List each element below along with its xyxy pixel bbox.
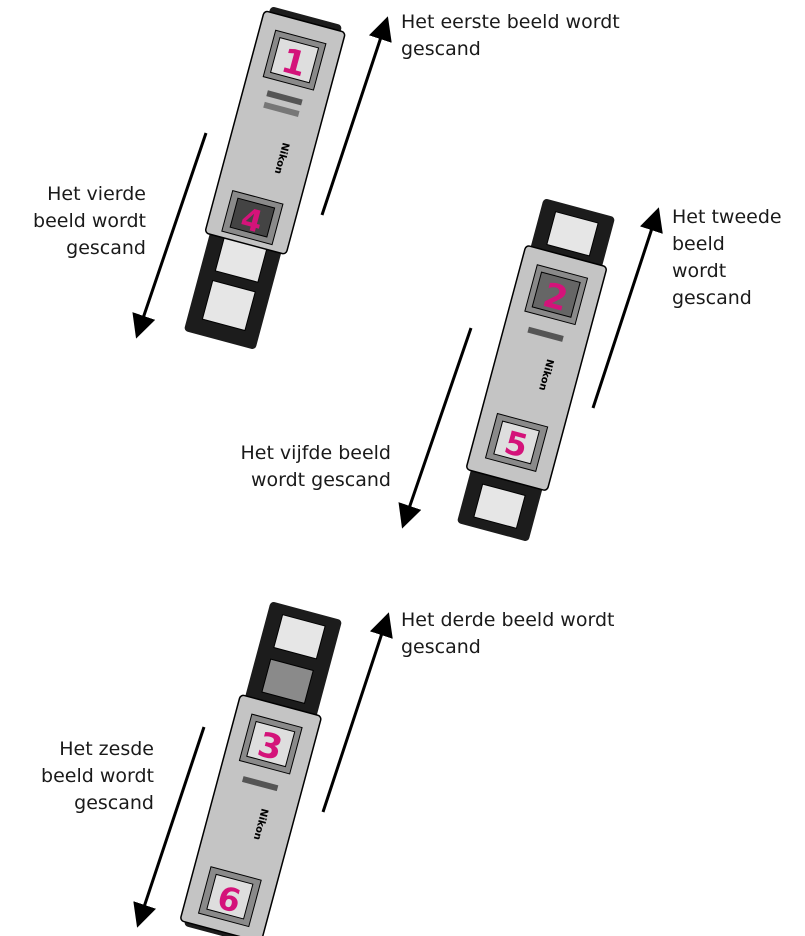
caption-third-frame: Het derde beeld wordt gescand [401,609,615,658]
arrow-up-first [320,16,392,216]
arrow-down-fourth [132,132,208,339]
arrow-up-third [321,612,393,813]
film-frame [201,279,256,332]
arrow-down-sixth [133,726,206,928]
film-holder-3: Nikon 3 6 [180,602,342,936]
arrow-up-second [591,207,663,409]
frame-adapter: Nikon [466,245,607,491]
frame-adapter: Nikon [180,694,322,936]
film-frame [546,211,599,257]
film-holder-2: Nikon 2 5 [457,199,615,541]
film-holder-1: Nikon 1 4 [184,7,346,349]
film-frame [261,658,314,704]
caption-first-frame: Het eerste beeld wordt gescand [401,11,620,60]
caption-sixth-frame: Het zesde beeld wordt gescand [41,738,154,814]
film-frame [273,614,326,660]
caption-fifth-frame: Het vijfde beeld wordt gescand [240,442,391,491]
arrow-down-fifth [398,327,473,529]
caption-fourth-frame: Het vierde beeld wordt gescand [33,183,146,259]
frame-adapter: Nikon [204,10,346,255]
caption-second-frame: Het tweede beeld wordt gescand [672,206,782,309]
film-frame [473,483,526,529]
